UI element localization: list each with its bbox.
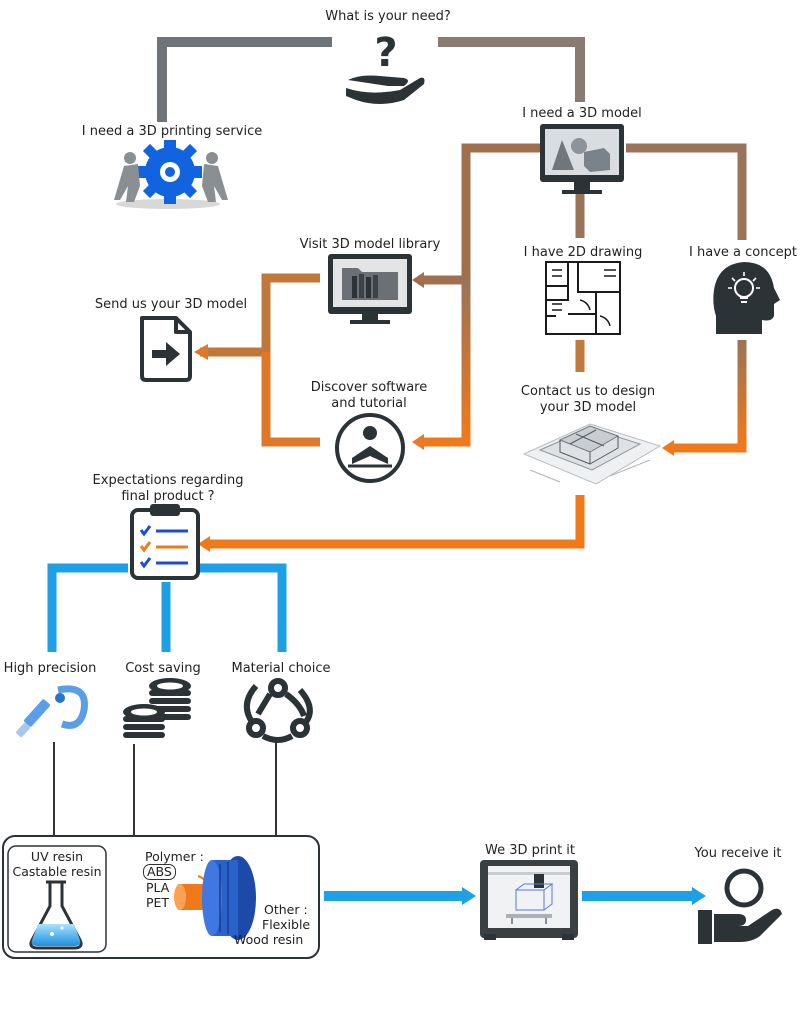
label-2d-drawing: I have 2D drawing (523, 245, 643, 260)
label-other: Other : (264, 902, 308, 917)
coin-stack-icon (123, 678, 191, 738)
webhook-icon (243, 678, 313, 743)
label-uv-resin: UV resin (30, 849, 84, 864)
line-model-to-software (418, 280, 471, 447)
label-pla: PLA (146, 880, 170, 895)
label-flexible: Flexible (262, 917, 311, 932)
clipboard-icon (130, 504, 200, 580)
label-castable-resin: Castable resin (12, 864, 102, 879)
title-need: What is your need? (325, 9, 451, 24)
line-top-right (438, 37, 585, 102)
label-design-1: Contact us to design (520, 384, 656, 399)
arrow-to-receive (692, 887, 706, 905)
question-hand-icon: ? (346, 30, 425, 104)
label-expectations-2: final product ? (121, 489, 215, 504)
label-we-print: We 3D print it (484, 843, 576, 858)
label-software-1: Discover software (310, 380, 428, 395)
label-high-precision: High precision (3, 661, 97, 676)
connector-lines (47, 37, 747, 901)
line-expect-to-options (47, 563, 287, 652)
3d-printer-icon (480, 860, 578, 940)
reading-person-icon (335, 413, 405, 483)
house-render-icon (522, 423, 662, 485)
flask-icon (29, 880, 83, 950)
label-abs: ABS (143, 864, 176, 880)
library-monitor-icon (328, 254, 412, 324)
label-design-2: your 3D model (539, 400, 637, 415)
arrow-to-design (662, 440, 674, 456)
receive-hand-icon (698, 868, 782, 944)
label-expectations-1: Expectations regarding (92, 473, 244, 488)
head-lightbulb-icon (713, 262, 780, 334)
label-you-receive: You receive it (694, 846, 782, 861)
svg-text:?: ? (374, 30, 397, 76)
line-software-to-send (261, 352, 320, 447)
arrow-heads (194, 272, 706, 905)
line-library-to-send (200, 273, 320, 357)
label-send-model: Send us your 3D model (94, 297, 248, 312)
label-polymer: Polymer : (145, 849, 204, 864)
line-concept-to-design (668, 340, 747, 453)
arrow-to-software (412, 434, 424, 450)
label-model-library: Visit 3D model library (299, 237, 441, 252)
label-cost-saving: Cost saving (125, 661, 201, 676)
label-need-model: I need a 3D model (522, 106, 642, 121)
monitor-shapes-icon (540, 124, 624, 194)
line-design-to-expect (204, 495, 585, 549)
label-wood-resin: Wood resin (234, 932, 304, 947)
label-pet: PET (146, 895, 170, 910)
micrometer-icon (16, 685, 88, 738)
label-material-choice: Material choice (231, 661, 331, 676)
line-model-to-library (418, 143, 540, 285)
arrow-to-send (194, 344, 208, 360)
line-top-left (157, 37, 332, 122)
label-printing-service: I need a 3D printing service (81, 124, 263, 139)
label-software-2: and tutorial (331, 396, 407, 411)
label-concept: I have a concept (689, 245, 797, 260)
arrow-to-library (412, 272, 424, 288)
arrow-to-expect (198, 536, 210, 552)
filament-spool-icon (174, 856, 256, 940)
file-arrow-icon (140, 316, 192, 382)
line-model-to-concept (626, 143, 747, 240)
arrow-to-printer (462, 887, 476, 905)
floor-plan-icon (545, 261, 621, 335)
gear-icon (114, 140, 228, 209)
